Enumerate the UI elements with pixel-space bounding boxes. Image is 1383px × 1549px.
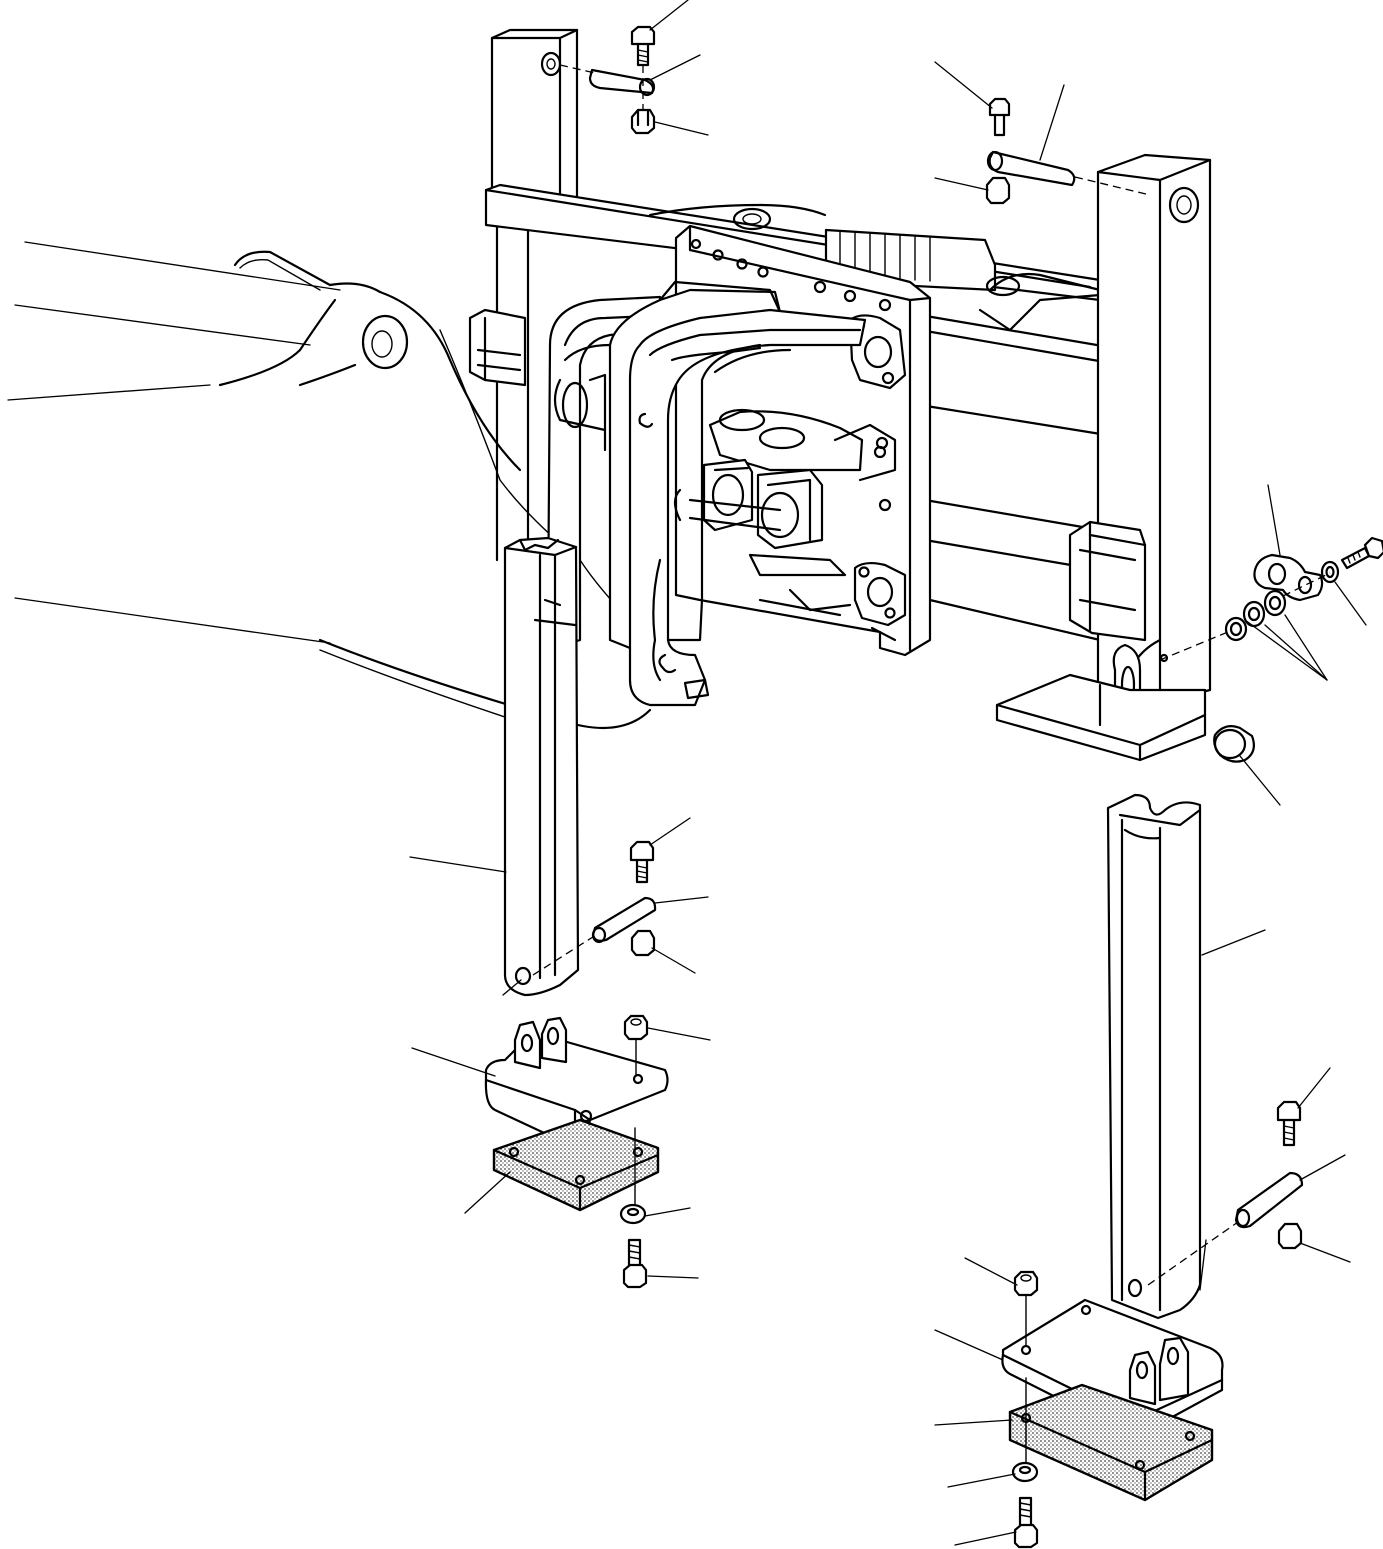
right-upright-post [1096,153,1212,726]
right-support-leg [1106,793,1202,1320]
centerline-top-left [559,64,596,74]
swing-cylinder [673,408,897,617]
lock-bolt [1340,536,1383,570]
left-side-bracket [468,308,527,387]
right-foot-bottom-bolt [1013,1496,1039,1549]
centerline-lock-right [1282,572,1331,597]
top-frame-plate [648,203,1102,332]
left-support-leg [503,536,580,997]
left-leg-bolt [629,840,655,884]
top-right-bolt [988,97,1011,137]
spacer-washers [1224,589,1287,642]
lock-washer [1320,560,1340,584]
top-left-pin [588,68,656,97]
round-bushing [1213,725,1255,763]
right-side-bracket [1068,520,1147,642]
top-right-nut [985,176,1011,205]
right-foot-bracket [1001,1298,1224,1437]
centerline-right-leg [1147,1221,1239,1286]
right-foot-top-nut [1013,1270,1039,1297]
right-leg-nut [1277,1222,1303,1250]
left-foot-top-nut [623,1014,649,1041]
lock-plate [1253,553,1324,602]
right-rubber-pad [1008,1383,1214,1502]
left-foot-washer [619,1203,647,1225]
top-left-nut [630,108,656,135]
right-leg-bolt [1276,1100,1302,1147]
right-foot-plate [995,673,1207,762]
callout-leaders [7,0,1367,1546]
left-upright-post [490,28,579,562]
left-leg-nut [630,929,656,957]
right-leg-pin [1234,1171,1304,1229]
left-rubber-pad [492,1118,660,1212]
left-foot-bracket [484,1016,669,1147]
top-right-pin [986,150,1076,187]
top-left-bolt [630,25,656,67]
right-foot-washer [1011,1461,1039,1483]
left-foot-bottom-bolt [622,1238,648,1289]
left-leg-pin [591,896,657,944]
